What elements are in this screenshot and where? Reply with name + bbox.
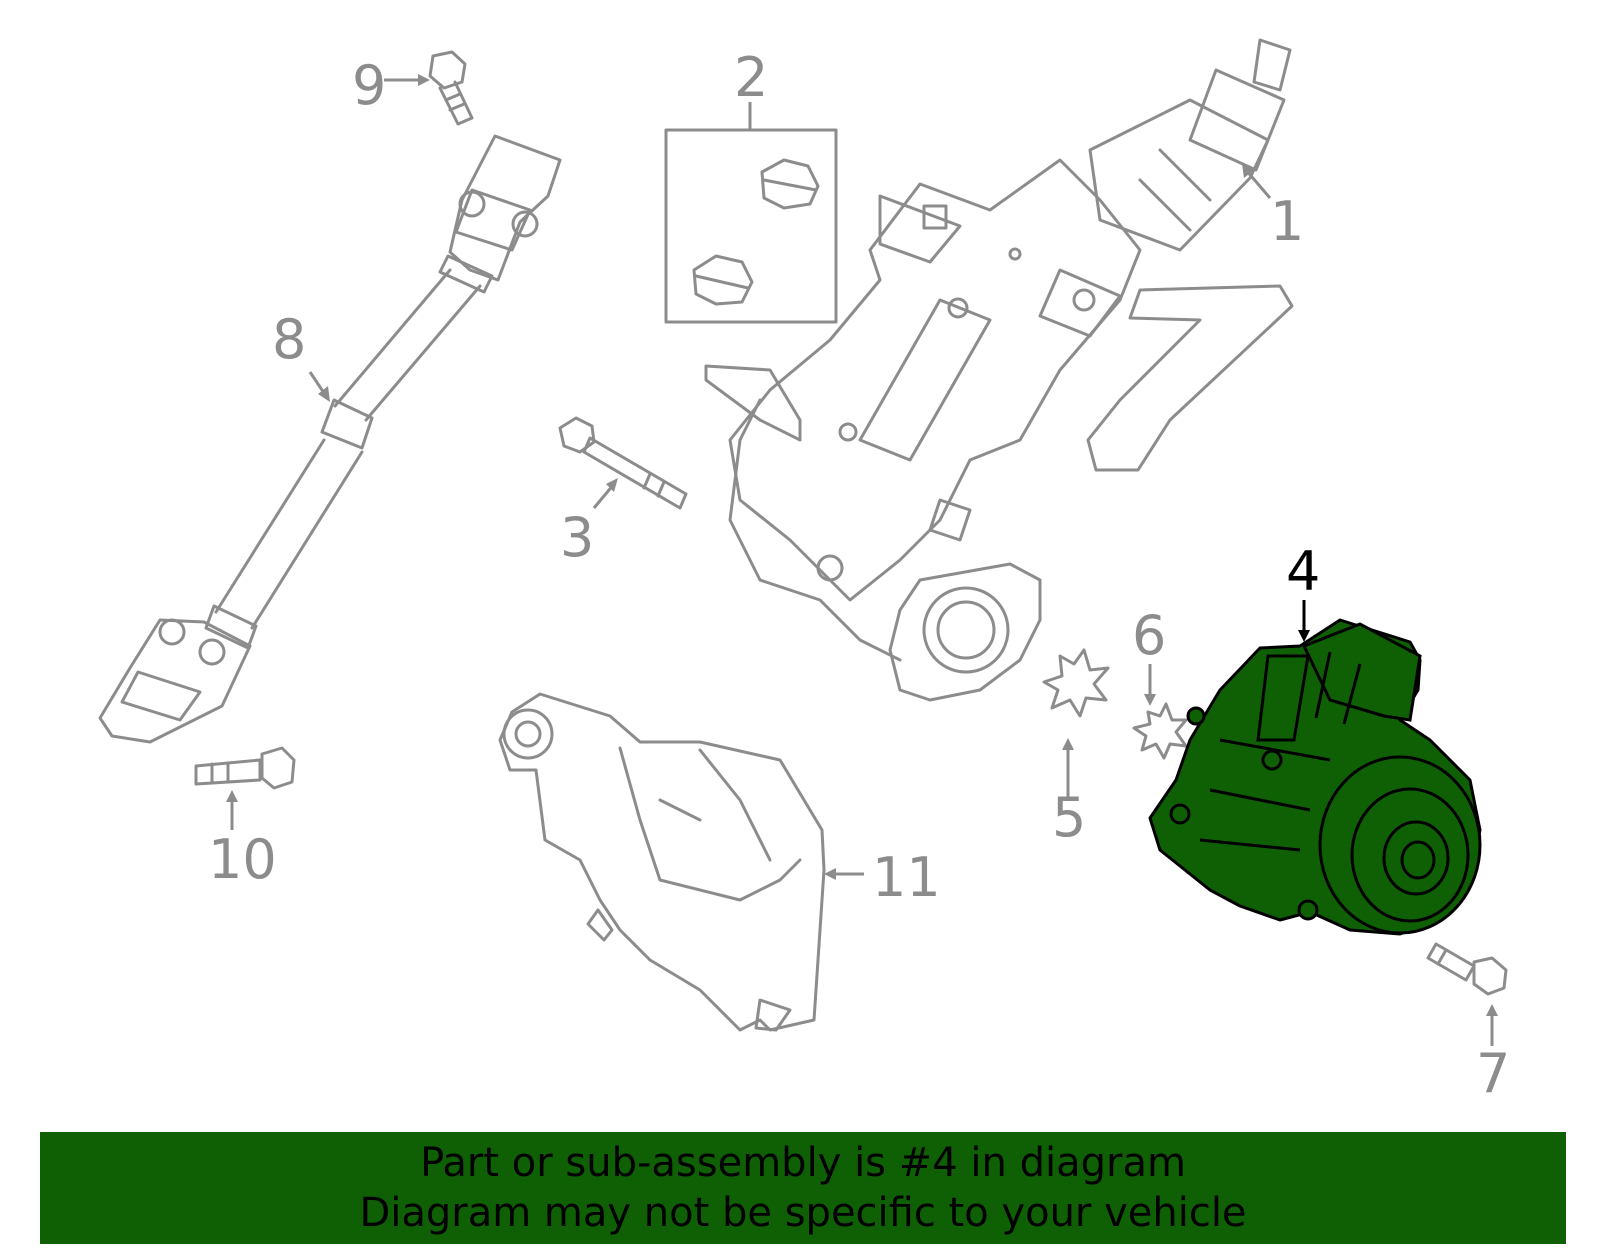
part-4-assist-motor — [1148, 618, 1482, 936]
callout-1: 1 — [1270, 190, 1304, 253]
part-6-coupler — [1132, 702, 1188, 760]
callout-9: 9 — [352, 54, 386, 117]
callout-4: 4 — [1286, 540, 1320, 603]
banner-line-2: Diagram may not be specific to your vehi… — [359, 1190, 1247, 1236]
banner-line-1: Part or sub-assembly is #4 in diagram — [420, 1140, 1186, 1186]
info-banner: Part or sub-assembly is #4 in diagram Di… — [40, 1132, 1566, 1244]
part-8-intermediate-shaft — [98, 134, 562, 744]
callout-11: 11 — [872, 846, 941, 909]
part-11-column-cover — [498, 692, 826, 1032]
part-1-steering-column — [704, 38, 1294, 702]
callout-2: 2 — [734, 46, 768, 109]
part-3-bolt — [558, 416, 688, 510]
callout-6: 6 — [1132, 604, 1166, 667]
part-7-bolt — [1426, 942, 1508, 996]
callout-5: 5 — [1052, 786, 1086, 849]
part-9-bolt — [428, 50, 474, 126]
part-2-nut-kit — [664, 128, 838, 324]
callout-8: 8 — [272, 308, 306, 371]
callout-7: 7 — [1476, 1042, 1510, 1105]
callout-3: 3 — [560, 506, 594, 569]
callout-10: 10 — [208, 828, 277, 891]
part-10-bolt — [194, 746, 296, 790]
part-5-coupler — [1042, 648, 1110, 718]
